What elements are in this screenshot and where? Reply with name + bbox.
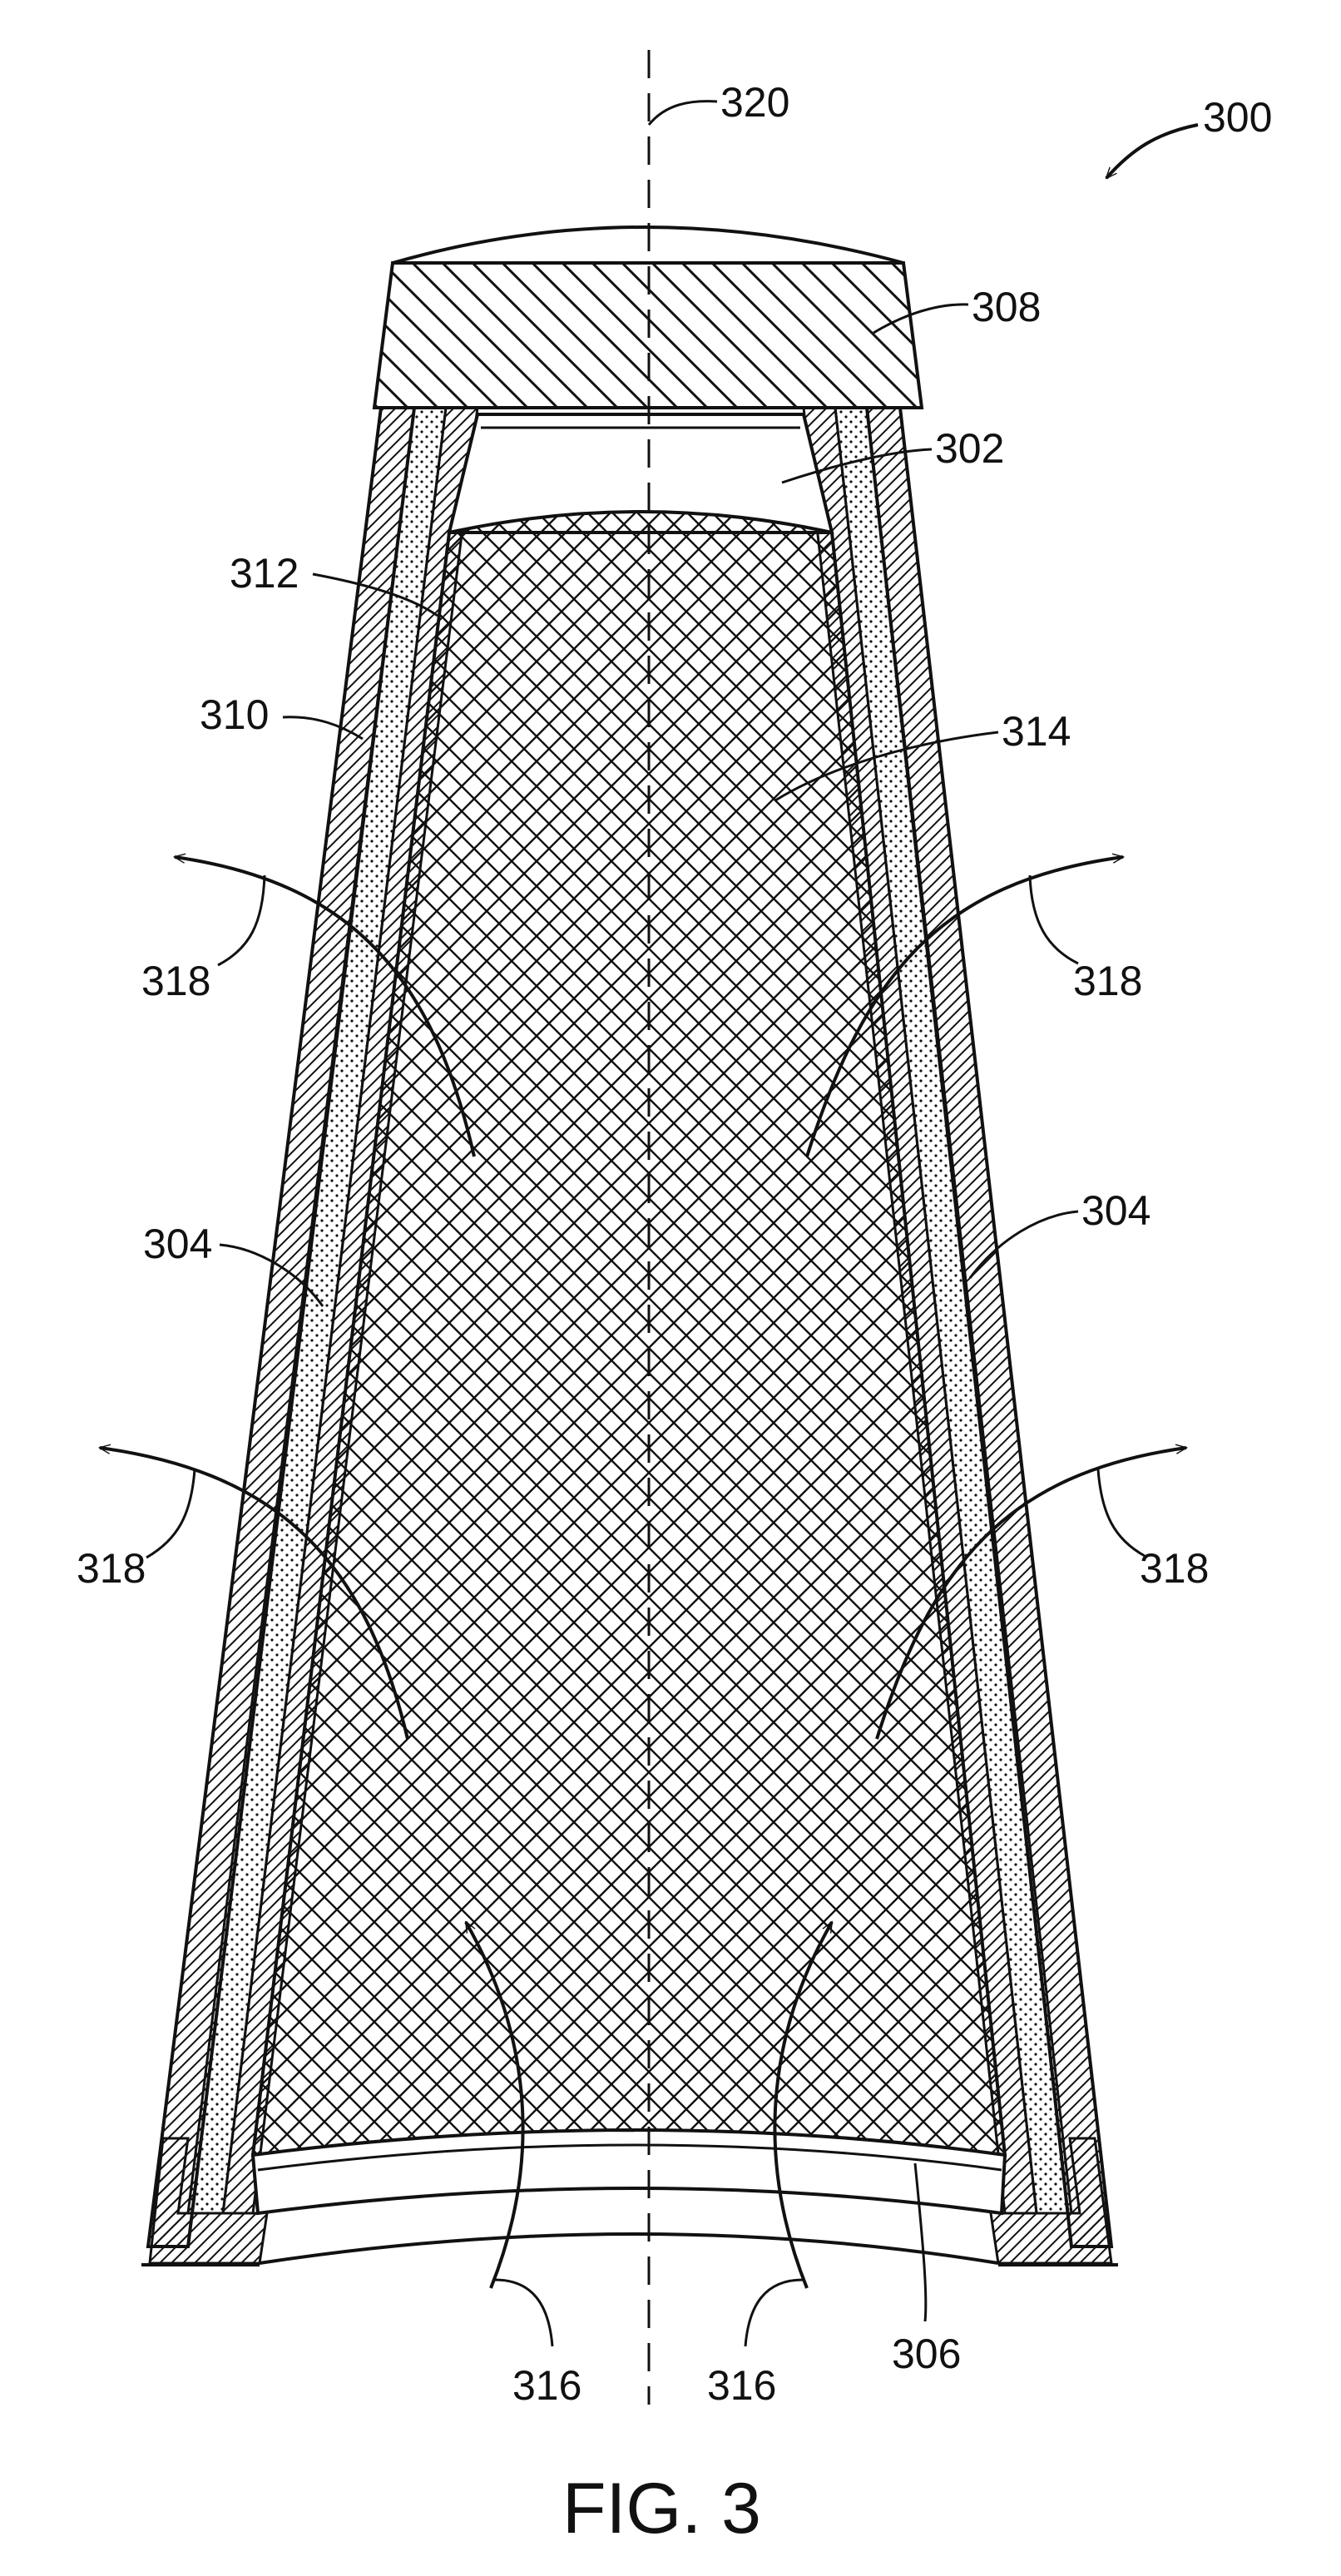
leader-318-lr — [1096, 1469, 1146, 1558]
label-304-left: 304 — [143, 1221, 212, 1267]
flow-arrow-upper-left — [175, 857, 476, 1157]
label-314: 314 — [1002, 708, 1071, 755]
leader-304-right — [968, 1210, 1079, 1279]
opening-lip — [257, 2143, 1002, 2172]
label-312: 312 — [230, 550, 299, 597]
leader-320 — [647, 100, 718, 126]
cap-dome — [392, 225, 904, 265]
leader-316-right — [744, 2278, 804, 2347]
label-300: 300 — [1203, 94, 1272, 141]
leader-310 — [282, 716, 364, 741]
arrow-300 — [1106, 123, 1199, 178]
leader-312 — [312, 572, 438, 617]
label-308: 308 — [972, 284, 1041, 330]
opening — [250, 2128, 1007, 2216]
leader-318-ll — [146, 1469, 196, 1559]
label-306: 306 — [892, 2331, 961, 2377]
figure-caption: FIG. 3 — [562, 2469, 761, 2549]
leader-308 — [873, 303, 969, 334]
leader-318-ur — [1028, 874, 1079, 965]
flow-arrow-inlet-right — [773, 1922, 834, 2289]
flow-arrow-lower-right — [875, 1448, 1186, 1740]
label-304-right: 304 — [1081, 1187, 1150, 1234]
opening-rim — [259, 2232, 999, 2265]
flow-arrow-upper-right — [805, 857, 1123, 1157]
leader-314 — [774, 731, 999, 802]
label-316-right: 316 — [707, 2362, 776, 2409]
leader-306 — [913, 2162, 928, 2322]
leader-318-ul — [217, 874, 266, 967]
label-316-left: 316 — [512, 2362, 581, 2409]
label-318-lower-right: 318 — [1140, 1545, 1209, 1592]
leader-302 — [781, 448, 933, 484]
leader-316-left — [494, 2278, 554, 2347]
label-318-lower-left: 318 — [77, 1545, 146, 1592]
label-320: 320 — [720, 79, 789, 126]
label-302: 302 — [935, 425, 1004, 472]
label-318-upper-right: 318 — [1073, 958, 1142, 1004]
label-310: 310 — [200, 691, 269, 738]
leader-304-left — [219, 1243, 324, 1307]
flow-arrow-inlet-left — [464, 1922, 525, 2289]
flow-arrow-lower-left — [100, 1448, 409, 1740]
label-318-upper-left: 318 — [141, 958, 210, 1004]
